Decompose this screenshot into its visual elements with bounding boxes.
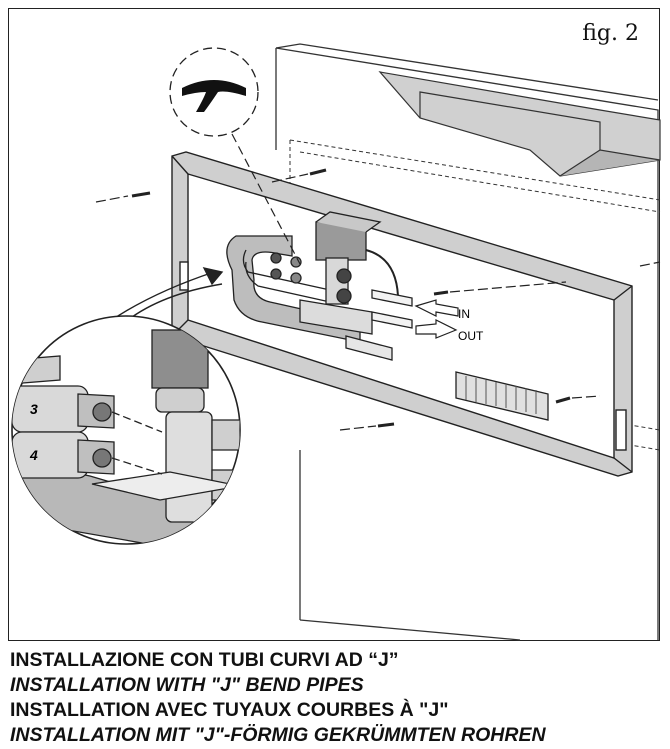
figure-label: fig. 2 (582, 21, 639, 46)
out-label: OUT (458, 329, 484, 343)
installation-diagram: IN OUT (11, 43, 661, 641)
caption-german: INSTALLATION MIT "J"-FÖRMIG GEKRÜMMTEN R… (10, 724, 546, 746)
wall-panel (275, 43, 659, 641)
t-fitting-icon (182, 80, 246, 112)
magnified-detail: 3 4 (11, 315, 241, 545)
flow-arrows (414, 299, 459, 339)
caption-block: INSTALLAZIONE CON TUBI CURVI AD “J” INST… (10, 648, 670, 748)
t-fitting-callout (169, 47, 301, 265)
mounting-frame (171, 151, 633, 477)
caption-english: INSTALLATION WITH "J" BEND PIPES (10, 674, 364, 696)
top-molding (378, 71, 661, 177)
in-label: IN (458, 307, 470, 321)
caption-french: INSTALLATION AVEC TUYAUX COURBES À "J" (10, 699, 449, 721)
supply-pipes (345, 289, 549, 421)
pipe-number-3: 3 (30, 401, 38, 417)
caption-italian: INSTALLAZIONE CON TUBI CURVI AD “J” (10, 649, 399, 671)
pipe-number-4: 4 (29, 447, 38, 463)
water-valve (299, 211, 399, 335)
